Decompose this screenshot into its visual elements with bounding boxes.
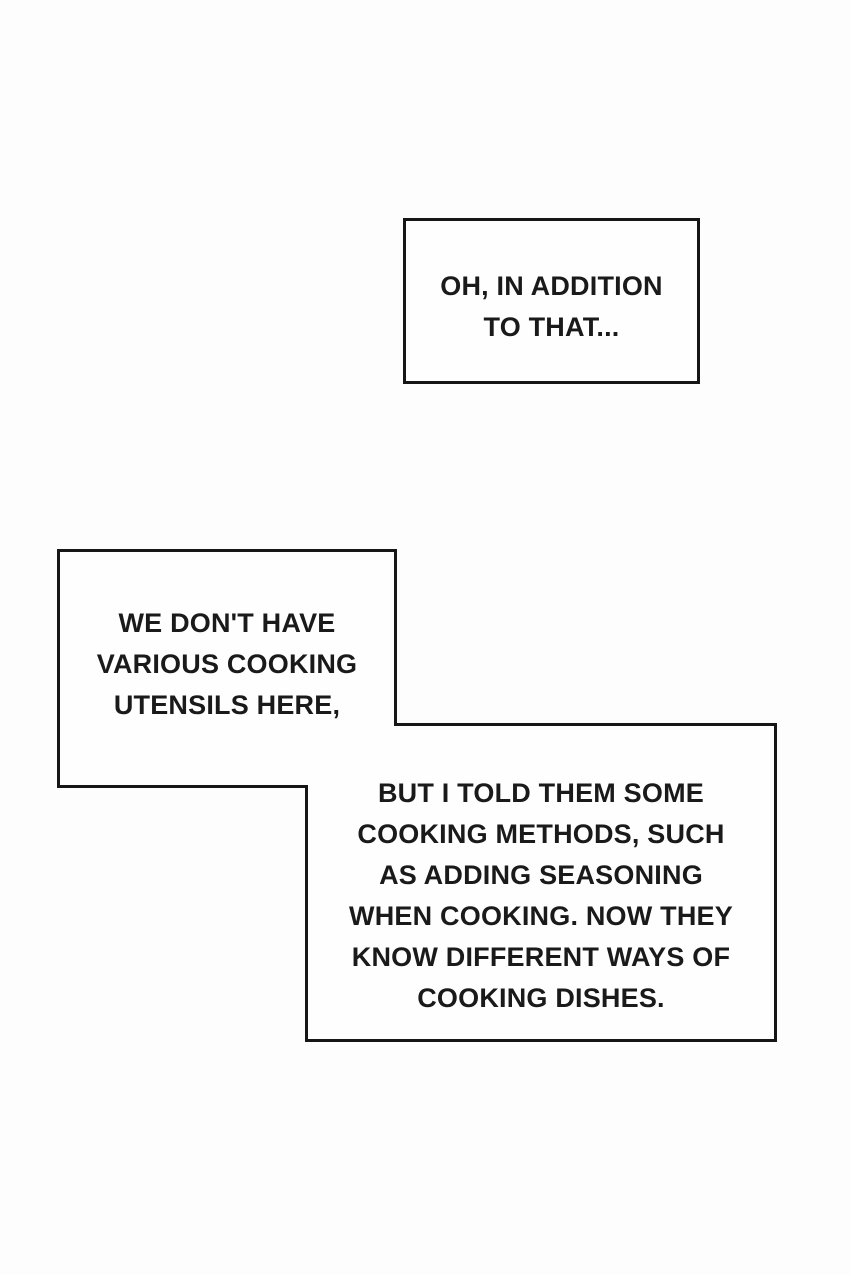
- speech-bubble-top: [403, 218, 700, 384]
- speech-text-top: OH, IN ADDITION TO THAT...: [440, 271, 663, 342]
- bubble-join-patch: [305, 723, 397, 788]
- bubble-outline-corner-join: [394, 723, 397, 726]
- speech-text-left: WE DON'T HAVE VARIOUS COOKING UTENSILS H…: [96, 608, 358, 720]
- speech-text-right: BUT I TOLD THEM SOME COOKING METHODS, SU…: [349, 777, 733, 1013]
- bubble-outline-corner-join: [305, 785, 308, 788]
